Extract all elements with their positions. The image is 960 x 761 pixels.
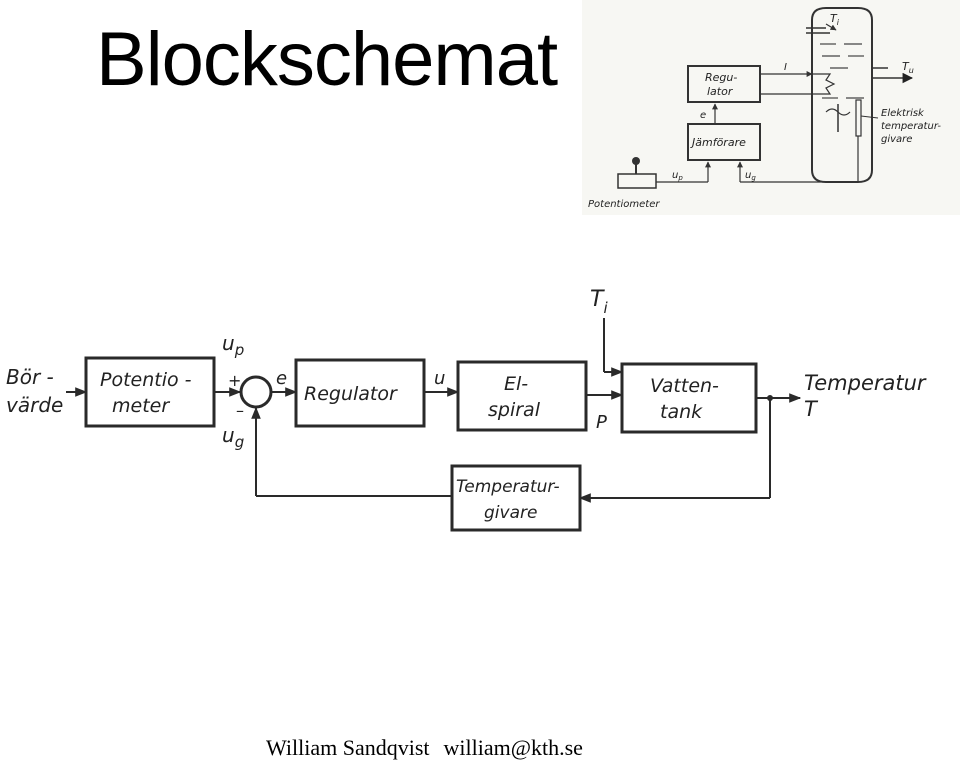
sketch-sensor-label-2: temperatur- xyxy=(881,121,941,132)
regulator-block-label: Regulator xyxy=(304,383,398,405)
signal-minus: – xyxy=(236,401,244,420)
slide-title: Blockschemat xyxy=(96,17,558,102)
sketch-signal-up: up xyxy=(672,170,683,182)
sketch-regulator-label: Regu- xyxy=(705,71,737,84)
signal-plus: + xyxy=(228,371,241,390)
sketch-tank xyxy=(811,7,873,183)
sketch-signal-Ti: Ti xyxy=(830,12,840,27)
elspiral-block-label: El- xyxy=(504,373,528,395)
sketch-signal-ug: ug xyxy=(745,170,756,182)
temperaturgivare-block-label-2: givare xyxy=(484,503,537,523)
output-label: Temperatur xyxy=(804,371,927,395)
footer-email: william@kth.se xyxy=(443,735,583,760)
sketch-regulator-box xyxy=(687,65,761,103)
temperaturgivare-block xyxy=(450,464,582,532)
signal-u: u xyxy=(434,368,445,389)
sketch-sensor-label: Elektrisk xyxy=(881,108,925,119)
potentiometer-block-label: Potentio - xyxy=(100,369,192,391)
elspiral-block-label-2: spiral xyxy=(488,399,541,421)
signal-P: P xyxy=(596,412,607,433)
output-label-2: T xyxy=(804,397,819,421)
sketch-potentiometer-device xyxy=(617,157,657,189)
signal-ug: ug xyxy=(222,423,244,451)
signal-Ti: Ti xyxy=(590,287,608,317)
signal-up: up xyxy=(222,331,244,359)
footer-name: William Sandqvist xyxy=(266,735,430,760)
summation-junction xyxy=(239,375,273,409)
footer: William Sandqvist william@kth.se xyxy=(266,735,597,761)
signal-e: e xyxy=(276,368,287,389)
sketch-signal-Tu: Tu xyxy=(902,60,914,75)
sketch-regulator-label-2: lator xyxy=(707,85,734,98)
vattentank-block-label-2: tank xyxy=(660,401,703,423)
temperaturgivare-block-label: Temperatur- xyxy=(456,477,560,497)
sketch-comparator-label: Jämförare xyxy=(690,136,746,149)
potentiometer-block-label-2: meter xyxy=(112,395,170,417)
sketch-signal-e: e xyxy=(700,110,706,121)
sketch-sensor-label-3: givare xyxy=(881,134,912,145)
input-label: Bör - xyxy=(6,365,54,389)
vattentank-block-label: Vatten- xyxy=(650,375,719,397)
sketch-signal-I: I xyxy=(784,62,787,73)
sketch-comparator-box xyxy=(687,123,761,161)
sketch-potentiometer-label: Potentiometer xyxy=(588,199,660,210)
input-label-2: värde xyxy=(6,393,63,417)
